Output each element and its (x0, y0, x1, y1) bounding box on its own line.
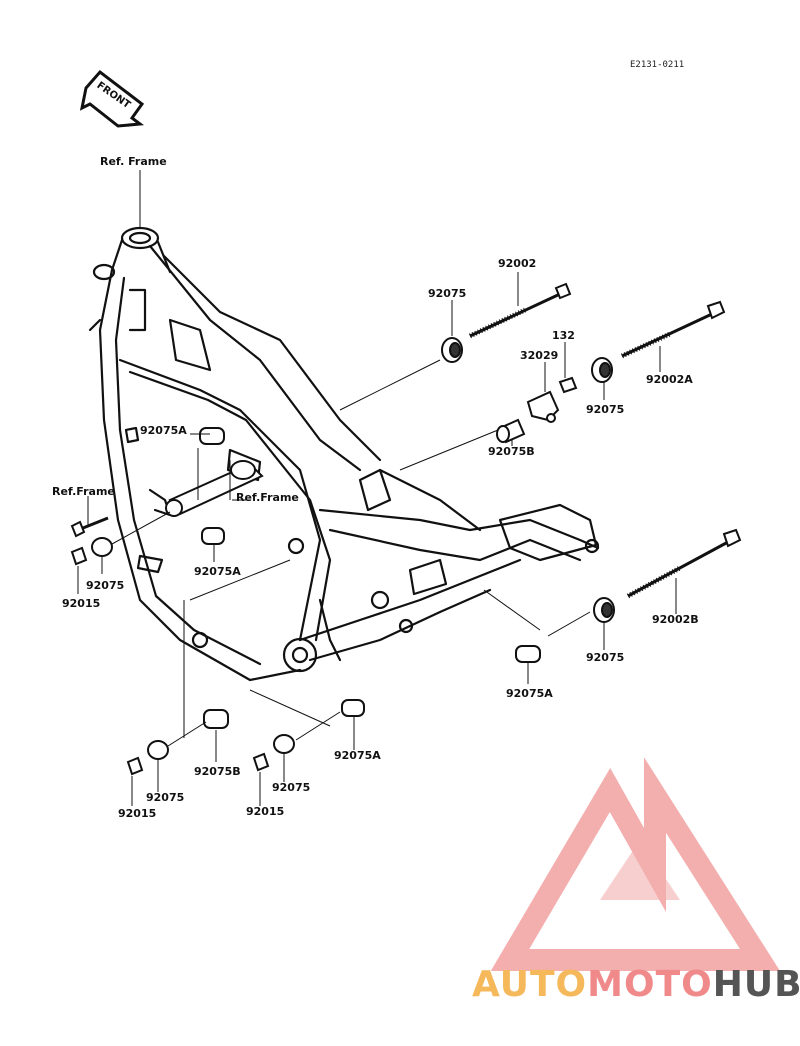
part-92002B: 92002B (652, 613, 699, 626)
ref-frame-left-label: Ref.Frame (52, 485, 115, 498)
part-92075-left: 92075 (86, 579, 125, 592)
front-arrow-icon (79, 69, 145, 128)
rubber-92075-left (91, 537, 113, 557)
collar-92075A-bottom (341, 699, 365, 717)
part-92002A: 92002A (646, 373, 693, 386)
part-92075A-upper: 92075A (140, 424, 187, 437)
collar-92075A-lowright (515, 645, 541, 663)
bolt-92002A (620, 300, 726, 359)
watermark-text: AUTOMOTOHUB (472, 964, 800, 1005)
bolt-92002 (468, 282, 572, 339)
watermark-hub: HUB (712, 964, 800, 1005)
collar-92075B-bottom (203, 709, 229, 729)
rubber-92075-lowright (593, 597, 615, 623)
rubber-92075-right (591, 357, 613, 383)
rubber-92075-bottom2 (273, 734, 295, 754)
rubber-92075-bottom1 (147, 740, 169, 760)
nut-92015-bottom2 (252, 752, 270, 772)
nut-92015-left (70, 546, 88, 566)
ref-frame-mid-label: Ref.Frame (236, 491, 299, 504)
part-32029: 32029 (520, 349, 559, 362)
ref-frame-top-label: Ref. Frame (100, 155, 167, 168)
rubber-92075-top (441, 337, 463, 363)
engine-mount-bracket (165, 460, 264, 517)
watermark-logo-icon (490, 757, 781, 971)
part-92015-bottom1: 92015 (118, 807, 157, 820)
diagram-code: E2131-0211 (630, 60, 685, 70)
part-92075A-left: 92075A (194, 565, 241, 578)
part-132: 132 (552, 329, 575, 342)
part-92002: 92002 (498, 257, 537, 270)
bolt-ref-left (70, 516, 109, 538)
leader-lines (77, 170, 677, 806)
watermark-moto: MOTO (587, 964, 713, 1005)
collar-92075A-upper (199, 427, 225, 445)
part-92015-bottom2: 92015 (246, 805, 285, 818)
nut-92015-bottom1 (126, 756, 144, 776)
part-92075A-bottom: 92075A (334, 749, 381, 762)
watermark-auto: AUTO (472, 964, 588, 1005)
bracket-32029 (526, 390, 560, 423)
part-92075-lowright: 92075 (586, 651, 625, 664)
nut-132 (558, 376, 578, 394)
collar-92075A-left (201, 527, 225, 545)
part-92075-bottom2: 92075 (272, 781, 311, 794)
bolt-92002B (626, 528, 742, 599)
part-92015-left: 92015 (62, 597, 101, 610)
part-92075B-bottom: 92075B (194, 765, 241, 778)
part-92075-top: 92075 (428, 287, 467, 300)
part-92075-bottom1: 92075 (146, 791, 185, 804)
part-92075-right: 92075 (586, 403, 625, 416)
part-92075B-top: 92075B (488, 445, 535, 458)
part-92075A-lowright: 92075A (506, 687, 553, 700)
collar-92075B-top (496, 418, 526, 444)
